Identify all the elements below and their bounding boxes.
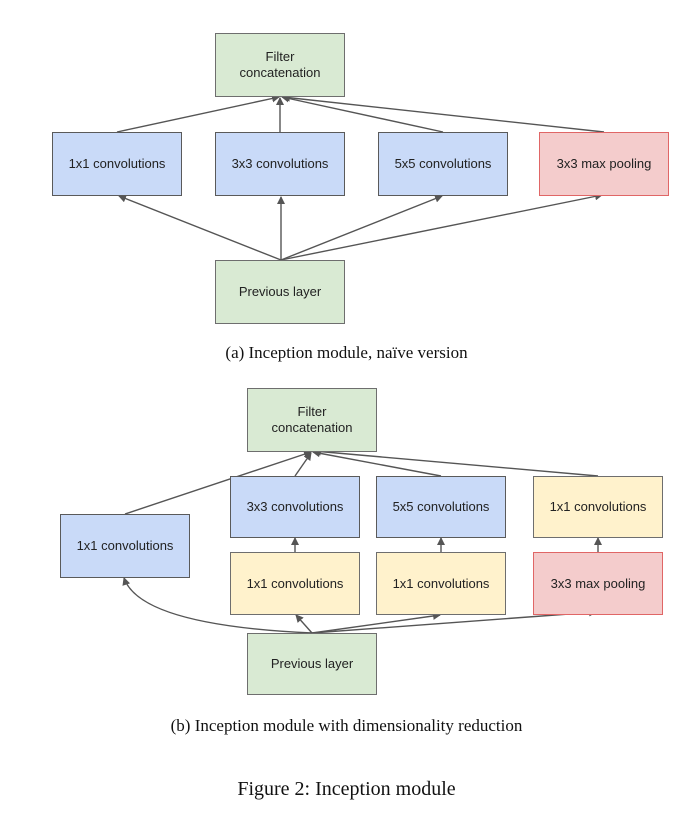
b-conv-1x1-direct-label: 1x1 convolutions [76,538,174,553]
b-max-pool-label: 3x3 max pooling [550,575,646,591]
b-reduce-1x1-before-3x3-label: 1x1 convolutions [246,575,344,591]
b-filter-concatenation-label: Filter concatenation [271,404,353,435]
a-max-pool-label: 3x3 max pooling [556,156,652,171]
arrow-b-3x3-to-concat [294,452,312,477]
arrow-a-prev-to-1x1 [118,194,282,261]
b-conv-1x1-direct-box: 1x1 convolutions [60,514,190,578]
arrow-a-prev-to-5x5 [280,194,443,261]
b-conv-5x5-label: 5x5 convolutions [392,499,490,514]
b-reduce-1x1-before-3x3-box: 1x1 convolutions [230,552,360,615]
a-conv-5x5-box: 5x5 convolutions [378,132,508,196]
arrow-b-5x5-to-concat [312,449,442,477]
arrow-b-prev-to-reduce5 [311,612,441,634]
caption-b: (b) Inception module with dimensionality… [170,716,523,735]
b-previous-layer-label: Previous layer [270,656,354,671]
arrow-b-prev-to-reduce3 [295,614,313,634]
b-previous-layer-box: Previous layer [247,633,377,695]
a-conv-1x1-label: 1x1 convolutions [68,156,166,171]
a-filter-concatenation-label: Filter concatenation [239,49,321,80]
a-conv-5x5-label: 5x5 convolutions [394,156,492,171]
a-filter-concatenation-box: Filter concatenation [215,33,345,97]
a-previous-layer-label: Previous layer [238,284,322,299]
a-conv-1x1-box: 1x1 convolutions [52,132,182,196]
arrow-b-pool1x1-to-concat [313,447,599,477]
b-reduce-1x1-before-5x5-label: 1x1 convolutions [392,575,490,591]
b-conv-5x5-box: 5x5 convolutions [376,476,506,538]
diagram-a-arrows [116,93,605,261]
arrow-b-1x1-to-concat [124,450,312,515]
arrow-a-1x1-to-concat [116,94,280,133]
b-filter-concatenation-box: Filter concatenation [247,388,377,452]
a-conv-3x3-box: 3x3 convolutions [215,132,345,196]
arrow-a-5x5-to-concat [281,94,444,133]
diagram-b-arrows [122,447,602,634]
figure-caption: Figure 2: Inception module [237,778,456,800]
arrow-a-pool-to-concat [282,93,605,133]
a-max-pool-box: 3x3 max pooling [539,132,669,196]
arrow-b-prev-to-pool [311,608,597,634]
arrow-a-prev-to-pool [280,192,603,261]
b-conv-1x1-after-pool-label: 1x1 convolutions [549,499,647,514]
caption-a: (a) Inception module, naïve version [225,343,468,362]
a-previous-layer-box: Previous layer [215,260,345,324]
b-reduce-1x1-before-5x5-box: 1x1 convolutions [376,552,506,615]
arrow-b-prev-to-1x1 [122,577,313,634]
b-conv-1x1-after-pool-box: 1x1 convolutions [533,476,663,538]
a-conv-3x3-label: 3x3 convolutions [231,156,329,171]
b-conv-3x3-box: 3x3 convolutions [230,476,360,538]
b-max-pool-box: 3x3 max pooling [533,552,663,615]
b-conv-3x3-label: 3x3 convolutions [246,499,344,514]
